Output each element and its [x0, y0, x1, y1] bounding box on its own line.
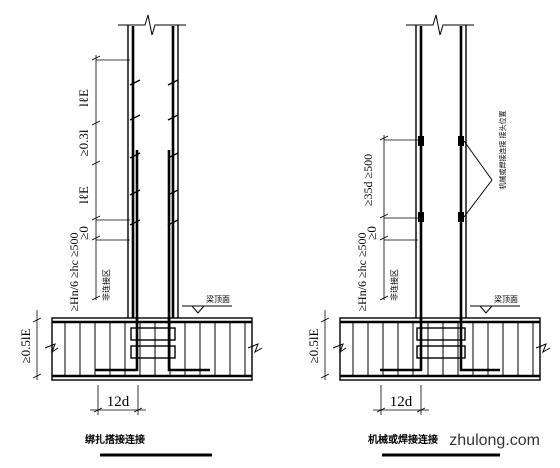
left-joint-zone-label: 非连接区	[101, 269, 111, 301]
right-dim-12d: 12d	[390, 394, 413, 410]
left-dim-lle-bottom: lℓE	[76, 186, 91, 204]
left-caption: 绑扎搭接连接	[85, 433, 145, 446]
right-break-mark	[406, 14, 474, 36]
left-break-mark	[118, 14, 186, 36]
left-dim-conditions: ≥Hn/6 ≥hc ≥500	[67, 232, 81, 311]
right-detail-mechanical-connection: 机械或焊接连接 接头位置 ≥35d ≥500 ≥0 ≥Hn/6 ≥hc ≥500…	[306, 14, 551, 457]
left-detail-lap-splice: lℓE ≥0.3l lℓE ≥0 ≥Hn/6 ≥hc ≥500 非连接区 梁顶面	[18, 14, 263, 457]
right-beam	[332, 317, 551, 381]
watermark-text: zhulong.com	[449, 432, 540, 449]
left-dim-12d: 12d	[107, 394, 130, 410]
right-dim-conditions: ≥Hn/6 ≥hc ≥500	[355, 232, 369, 311]
right-beam-top-label: 梁顶面	[494, 295, 518, 304]
left-beam	[44, 317, 263, 381]
left-dim-05le: ≥0.5lE	[18, 328, 33, 363]
left-dim-lle-top: lℓE	[76, 89, 91, 107]
right-dim-zero: ≥0	[364, 226, 379, 240]
right-caption: 机械或焊接连接	[368, 433, 438, 446]
left-beam-top-label: 梁顶面	[206, 295, 230, 304]
left-dim-03l: ≥0.3l	[76, 129, 91, 156]
left-dim-zero: ≥0	[76, 226, 91, 240]
right-joint-zone-label: 非连接区	[389, 269, 399, 301]
right-dim-35d: ≥35d ≥500	[361, 154, 375, 206]
right-connector-label: 机械或焊接连接 接头位置	[498, 111, 507, 190]
left-lap-ticks	[129, 79, 179, 226]
right-dim-05le: ≥0.5lE	[306, 328, 321, 363]
right-connectors	[418, 136, 464, 222]
